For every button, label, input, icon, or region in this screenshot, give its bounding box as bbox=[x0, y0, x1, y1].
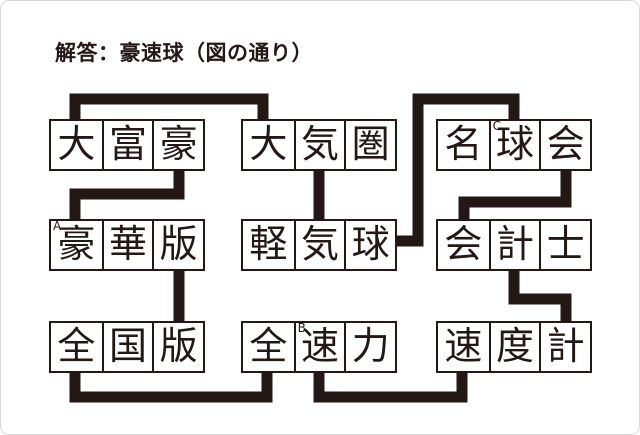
kanji-cell: 気 bbox=[293, 221, 345, 269]
kanji-char: 士 bbox=[546, 224, 585, 266]
kanji-char: 気 bbox=[300, 224, 339, 266]
kanji-cell: 版 bbox=[152, 221, 203, 269]
kanji-cell: 大 bbox=[243, 121, 294, 169]
kanji-char: 計 bbox=[546, 326, 585, 368]
clue-label-a: A bbox=[53, 219, 62, 233]
connector-dai-dai bbox=[69, 93, 269, 129]
connector-soku-soku bbox=[313, 365, 468, 403]
kanji-cell: 全 bbox=[51, 323, 102, 371]
connector-kai-kai bbox=[458, 163, 572, 227]
word-box-keikikyu: 軽 気 球 bbox=[241, 219, 397, 271]
kanji-cell: 富 bbox=[101, 121, 153, 169]
kanji-cell: 力 bbox=[344, 323, 395, 371]
kanji-char: 会 bbox=[546, 124, 585, 166]
kanji-cell: 会 bbox=[539, 121, 590, 169]
kanji-char: 力 bbox=[351, 326, 390, 368]
connector-kei-kei bbox=[508, 263, 572, 329]
kanji-cell: 軽 bbox=[243, 221, 294, 269]
kanji-char: 度 bbox=[495, 326, 534, 368]
kanji-char: 大 bbox=[249, 124, 288, 166]
kanji-cell: 大 bbox=[51, 121, 102, 169]
kanji-char: 華 bbox=[108, 224, 147, 266]
kanji-cell: 名 bbox=[438, 121, 489, 169]
kanji-cell: 豪 bbox=[152, 121, 203, 169]
kanji-char: 気 bbox=[300, 124, 339, 166]
kanji-char: 版 bbox=[159, 326, 198, 368]
kanji-cell: 圏 bbox=[344, 121, 395, 169]
kanji-char: 全 bbox=[249, 326, 288, 368]
kanji-cell: 球 bbox=[344, 221, 395, 269]
connector-kyu-kyu bbox=[387, 93, 520, 247]
kanji-cell: 気 bbox=[293, 121, 345, 169]
kanji-char: 計 bbox=[495, 224, 534, 266]
kanji-char: 豪 bbox=[57, 224, 96, 266]
connector-zen-zen bbox=[69, 365, 273, 403]
kanji-cell: 会 bbox=[438, 221, 489, 269]
kanji-cell: 士 bbox=[539, 221, 590, 269]
word-box-sokudokei: 速 度 計 bbox=[436, 321, 592, 373]
kanji-cell: 計 bbox=[539, 323, 590, 371]
kanji-char: 豪 bbox=[159, 124, 198, 166]
kanji-cell: 版 bbox=[152, 323, 203, 371]
kanji-cell: 華 bbox=[101, 221, 153, 269]
kanji-char: 富 bbox=[108, 124, 147, 166]
kanji-char: 球 bbox=[495, 124, 534, 166]
kanji-char: 圏 bbox=[351, 124, 390, 166]
kanji-char: 大 bbox=[57, 124, 96, 166]
word-box-kaikeishi: 会 計 士 bbox=[436, 219, 592, 271]
kanji-cell: 度 bbox=[488, 323, 540, 371]
kanji-char: 球 bbox=[351, 224, 390, 266]
kanji-cell: 全 bbox=[243, 323, 294, 371]
kanji-cell: 国 bbox=[101, 323, 153, 371]
kanji-char: 名 bbox=[444, 124, 483, 166]
kanji-char: 軽 bbox=[249, 224, 288, 266]
kanji-char: 国 bbox=[108, 326, 147, 368]
connector-go-go bbox=[69, 163, 185, 227]
word-box-daifugo: 大 富 豪 bbox=[49, 119, 205, 171]
word-box-zenkokuban: 全 国 版 bbox=[49, 321, 205, 373]
kanji-char: 版 bbox=[159, 224, 198, 266]
kanji-cell: 計 bbox=[488, 221, 540, 269]
answer-title: 解答：豪速球（図の通り） bbox=[55, 42, 313, 65]
kanji-char: 会 bbox=[444, 224, 483, 266]
kanji-char: 速 bbox=[300, 326, 339, 368]
kanji-cell: 速 bbox=[438, 323, 489, 371]
clue-label-c: C bbox=[492, 119, 502, 133]
kanji-char: 全 bbox=[57, 326, 96, 368]
clue-label-b: B bbox=[297, 321, 306, 335]
word-box-taikiken: 大 気 圏 bbox=[241, 119, 397, 171]
kanji-char: 速 bbox=[444, 326, 483, 368]
